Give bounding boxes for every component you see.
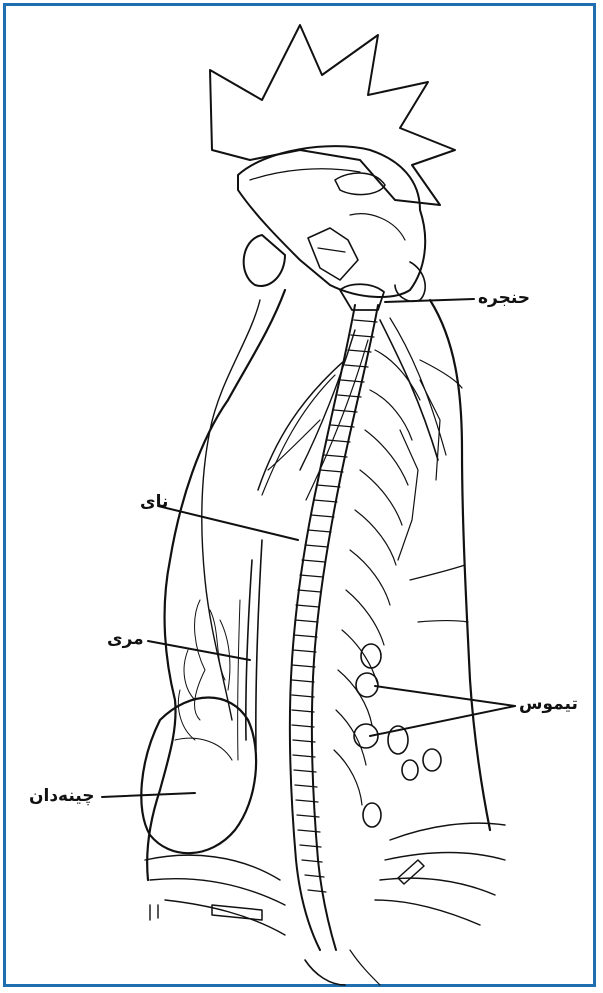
esophagus (246, 560, 252, 740)
leader-lines (102, 299, 515, 797)
wattle (244, 235, 285, 286)
fat-tissue-left (178, 600, 230, 740)
trachea-tube-left (290, 305, 355, 950)
trachea-tube-right (312, 305, 378, 950)
comb (210, 25, 455, 205)
label-trachea: نای (140, 492, 168, 512)
label-larynx: حنجره (478, 288, 530, 308)
crop (141, 698, 256, 854)
label-crop: چینه‌دان (29, 786, 95, 806)
body-outline-right (430, 300, 490, 830)
body-outline-left (147, 290, 285, 880)
label-esophagus: مری (107, 629, 144, 649)
label-thymus: تیموس (519, 694, 578, 714)
thymus-lobes (354, 644, 441, 827)
chest-folds (145, 823, 505, 935)
